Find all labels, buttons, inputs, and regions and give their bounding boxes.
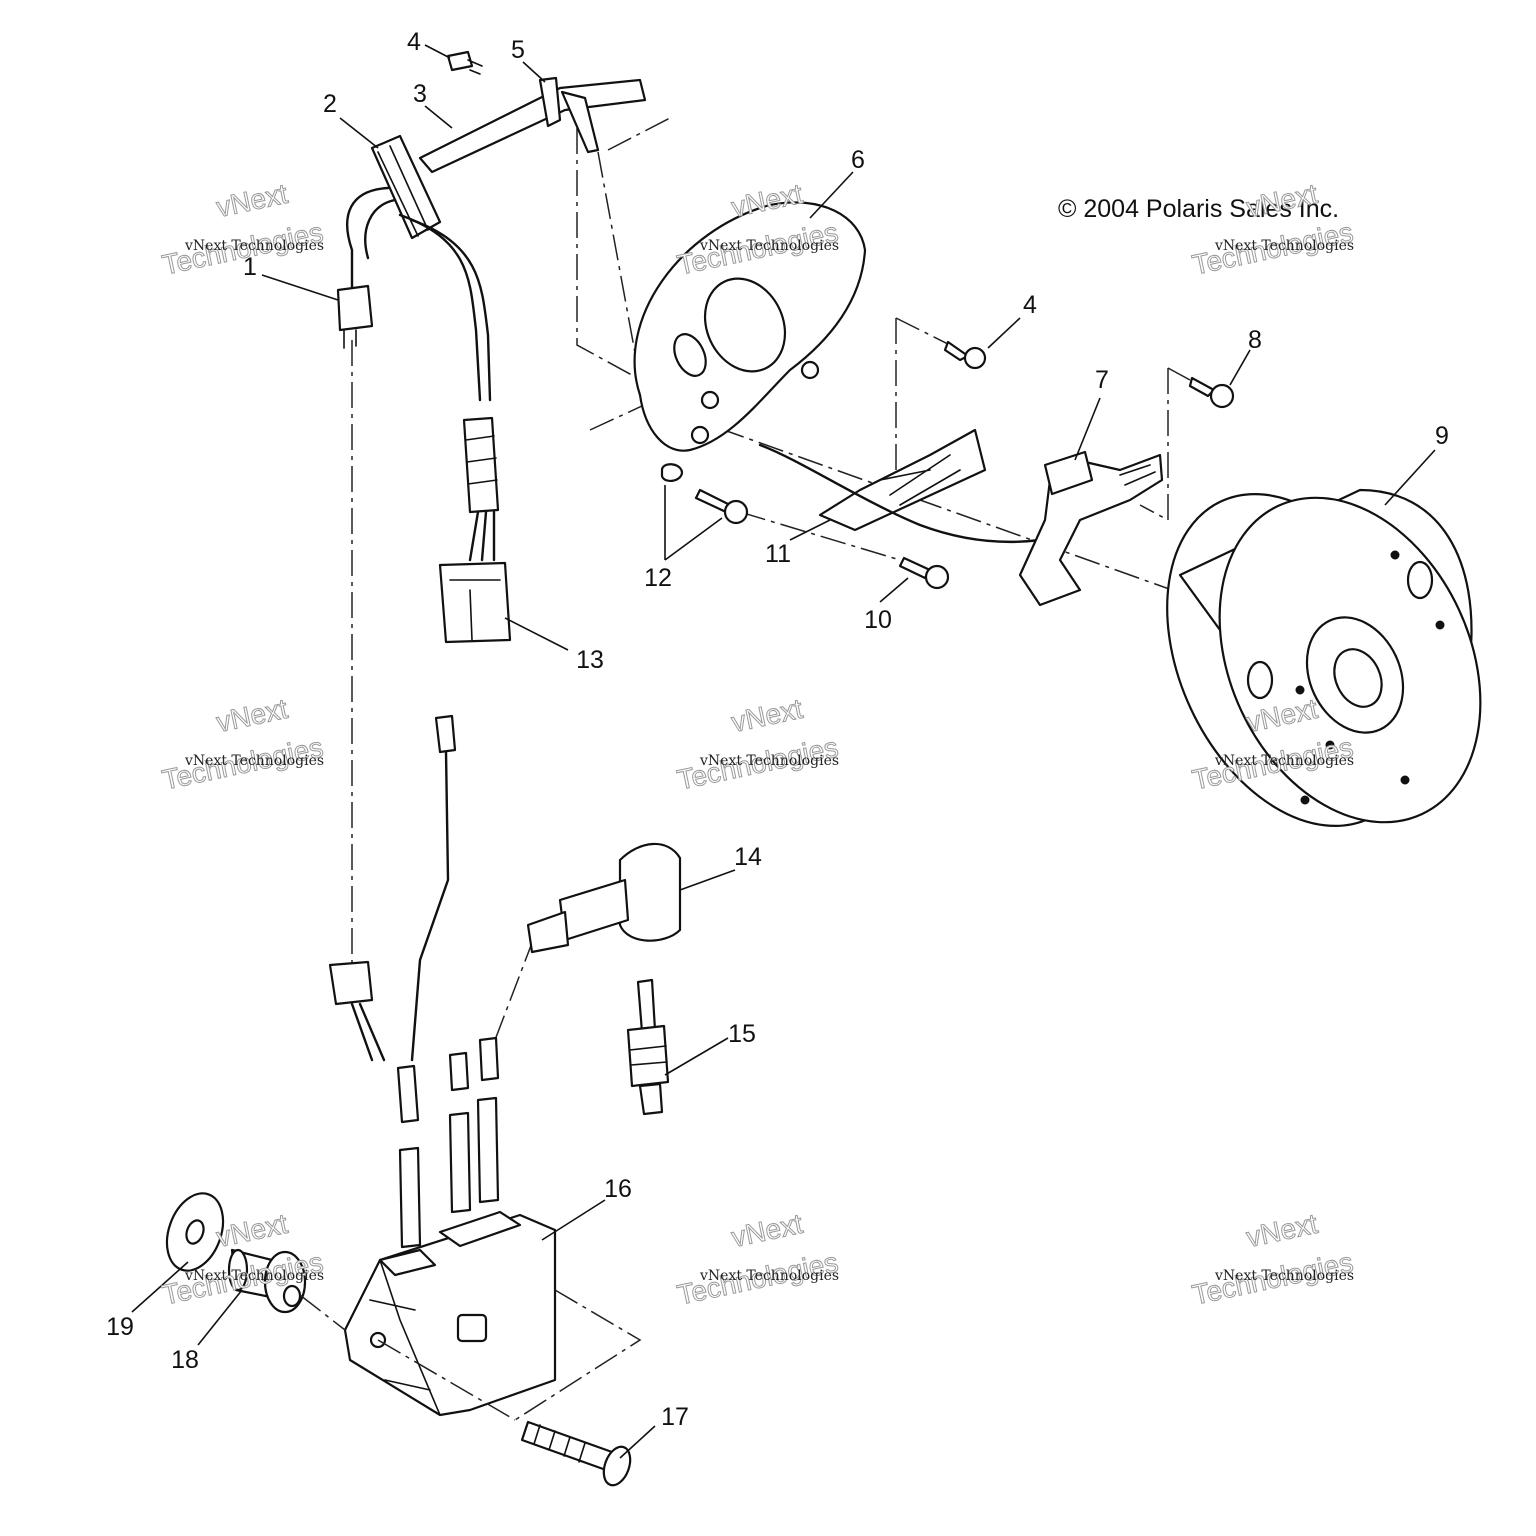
ignition-lead	[328, 714, 457, 1124]
svg-text:vNext Technologies: vNext Technologies	[699, 1268, 839, 1284]
callout-4-right: 4	[1023, 291, 1037, 319]
svg-text:vNext Technologies: vNext Technologies	[699, 753, 839, 769]
screw-4-top	[446, 50, 483, 75]
svg-text:vNext: vNext	[1244, 1208, 1321, 1253]
callout-12: 12	[644, 564, 672, 592]
callout-10: 10	[864, 606, 892, 634]
watermark: vNext Technologies vNext Technologies	[159, 692, 326, 796]
wiring-harness	[336, 76, 647, 644]
screw-12	[660, 463, 749, 525]
leader-lines	[131, 44, 1436, 1459]
stator-plate	[633, 201, 867, 452]
callout-4: 4	[407, 28, 421, 56]
svg-text:vNext Technologies: vNext Technologies	[184, 753, 324, 769]
callout-18: 18	[171, 1346, 199, 1374]
svg-text:vNext Technologies: vNext Technologies	[1214, 238, 1354, 254]
ferrite-sleeve	[462, 416, 500, 514]
watermark: vNext Technologies vNext Technologies	[674, 1207, 841, 1311]
callout-17: 17	[661, 1403, 689, 1431]
trigger-coil	[1018, 450, 1164, 607]
svg-text:vNext Technologies: vNext Technologies	[184, 238, 324, 254]
svg-text:vNext Technologies: vNext Technologies	[699, 238, 839, 254]
watermark: vNext Technologies vNext Technologies	[1189, 177, 1356, 281]
svg-text:vNext Technologies: vNext Technologies	[1214, 753, 1354, 769]
callout-3: 3	[413, 80, 427, 108]
copyright-notice: © 2004 Polaris Sales Inc.	[1058, 195, 1339, 223]
connector-1	[336, 284, 374, 332]
bushing-18	[227, 1248, 307, 1314]
washer-19	[165, 1192, 225, 1272]
callout-2: 2	[323, 90, 337, 118]
spark-plug-cap	[526, 842, 682, 954]
svg-text:vNext: vNext	[214, 693, 291, 738]
callout-9: 9	[1435, 422, 1449, 450]
bushing-axis	[299, 1294, 346, 1331]
spark-plug	[626, 978, 670, 1116]
screw-4-right	[943, 340, 987, 370]
callout-8: 8	[1248, 326, 1262, 354]
pulser-coil	[758, 428, 1042, 544]
callout-14: 14	[734, 843, 762, 871]
svg-text:vNext Technologies: vNext Technologies	[1214, 1268, 1354, 1284]
screw-8	[1188, 376, 1235, 409]
svg-text:vNext: vNext	[214, 1208, 291, 1253]
svg-text:vNext Technologies: vNext Technologies	[184, 1268, 324, 1284]
ignition-coil-cdi	[343, 1210, 557, 1417]
callout-numbers: 1 2 3 4 5 6 4 8 7 9 12 11 10 13 14 15 16…	[106, 28, 1449, 1431]
callout-1: 1	[243, 253, 257, 281]
screw-10	[898, 556, 950, 590]
grommet	[370, 134, 442, 240]
connector-13	[438, 561, 512, 644]
watermark: vNext Technologies vNext Technologies	[674, 692, 841, 796]
callout-19: 19	[106, 1313, 134, 1341]
callout-6: 6	[851, 146, 865, 174]
bolt-17	[520, 1420, 632, 1487]
svg-text:vNext: vNext	[214, 178, 291, 223]
callout-5: 5	[511, 36, 525, 64]
clamp-leg	[560, 90, 600, 154]
flywheel	[1166, 488, 1482, 827]
callout-16: 16	[604, 1175, 632, 1203]
callout-11: 11	[765, 540, 791, 568]
harness-bracket	[418, 78, 647, 174]
watermark: vNext Technologies vNext Technologies	[159, 177, 326, 281]
bolt-axis	[377, 1339, 516, 1421]
svg-text:vNext: vNext	[729, 693, 806, 738]
callout-13: 13	[576, 646, 604, 674]
callout-7: 7	[1095, 366, 1109, 394]
svg-text:vNext: vNext	[729, 1208, 806, 1253]
callout-15: 15	[728, 1020, 756, 1048]
watermark: vNext Technologies vNext Technologies	[1189, 1207, 1356, 1311]
lead-tubes	[398, 1036, 500, 1249]
harness-clamp	[538, 76, 562, 128]
